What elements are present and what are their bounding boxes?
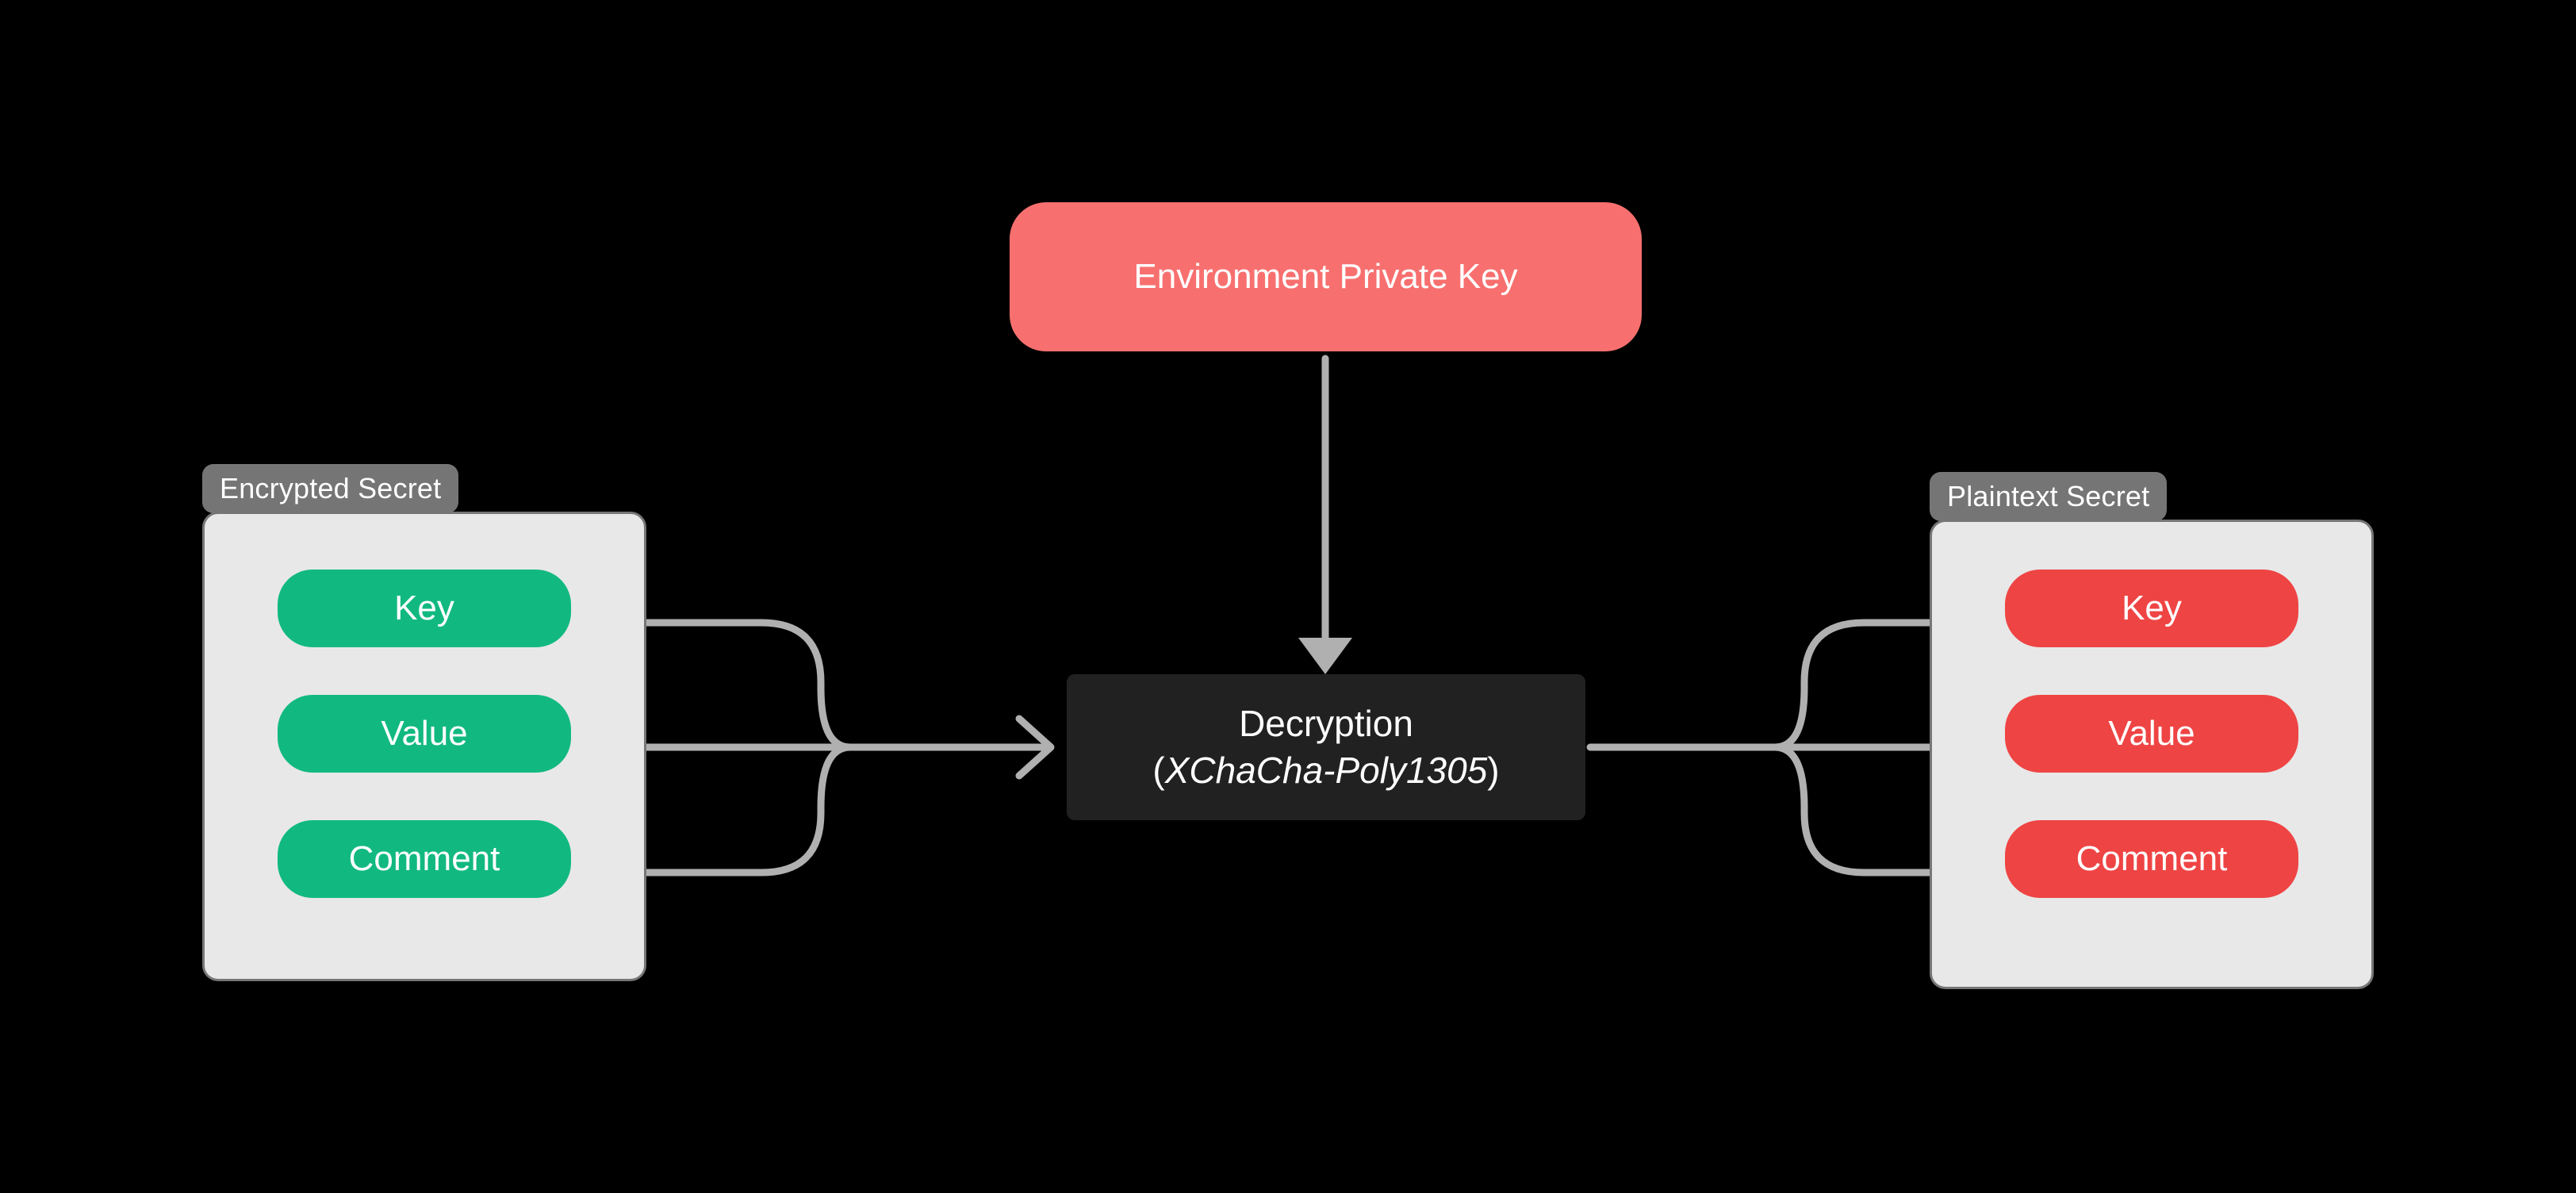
encrypted-secret-label: Encrypted Secret xyxy=(202,464,459,513)
plaintext-item-key-label: Key xyxy=(2122,589,2182,627)
plaintext-item-value[interactable]: Value xyxy=(2005,695,2298,773)
paren-close: ) xyxy=(1487,750,1500,791)
algorithm-name: XChaCha-Poly1305 xyxy=(1164,750,1488,791)
encrypted-item-comment[interactable]: Comment xyxy=(278,820,571,898)
environment-private-key-label: Environment Private Key xyxy=(1133,257,1518,296)
encrypted-item-key[interactable]: Key xyxy=(278,570,571,647)
wire-private-key-to-decryption xyxy=(1298,355,1352,674)
plaintext-item-comment[interactable]: Comment xyxy=(2005,820,2298,898)
encrypted-item-key-label: Key xyxy=(394,589,454,627)
encrypted-item-value[interactable]: Value xyxy=(278,695,571,773)
encrypted-secret-label-text: Encrypted Secret xyxy=(220,472,442,504)
encrypted-item-value-label: Value xyxy=(381,714,468,753)
plaintext-secret-label: Plaintext Secret xyxy=(1930,472,2168,521)
plaintext-secret-label-text: Plaintext Secret xyxy=(1947,480,2150,512)
plaintext-item-comment-label: Comment xyxy=(2076,839,2228,878)
encrypted-item-comment-label: Comment xyxy=(348,839,500,878)
environment-private-key-node[interactable]: Environment Private Key xyxy=(1010,202,1642,351)
paren-open: ( xyxy=(1152,750,1165,791)
decryption-algorithm: (XChaCha-Poly1305) xyxy=(1152,747,1499,794)
plaintext-item-value-label: Value xyxy=(2108,714,2195,753)
plaintext-item-key[interactable]: Key xyxy=(2005,570,2298,647)
decryption-process-node[interactable]: Decryption (XChaCha-Poly1305) xyxy=(1067,674,1585,820)
decryption-title: Decryption xyxy=(1239,703,1413,745)
wire-merge-to-decryption xyxy=(846,715,1055,780)
